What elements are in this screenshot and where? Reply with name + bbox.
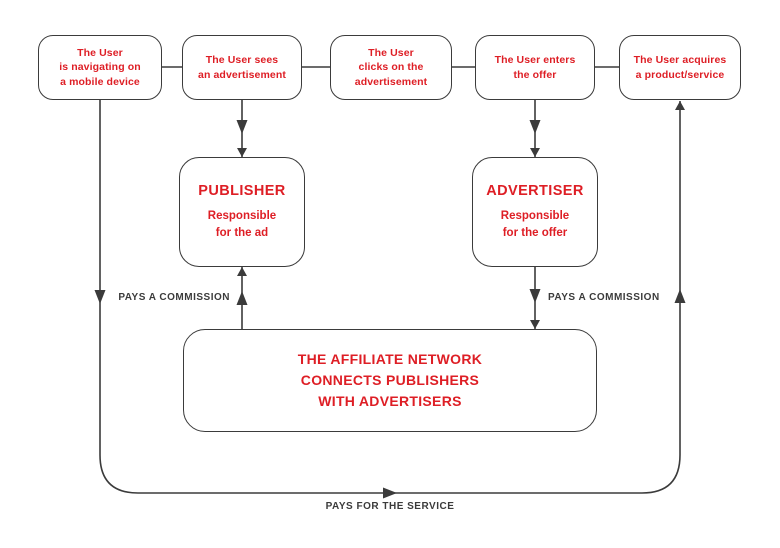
arrowhead-step2-publisher-end (237, 148, 247, 157)
arrowhead-step4-advertiser-mid (529, 120, 541, 134)
publisher-box: PUBLISHER Responsible for the ad (179, 157, 305, 267)
arrowhead-service-payment-up (674, 289, 686, 303)
step-user-clicks-ad: The User clicks on the advertisement (330, 35, 452, 100)
advertiser-subtitle: Responsible for the offer (500, 210, 570, 239)
advertiser-commission-label: PAYS A COMMISSION (548, 292, 660, 303)
publisher-title: PUBLISHER (198, 183, 286, 200)
step-user-enters-offer: The User enters the offer (475, 35, 595, 100)
step-user-navigating: The User is navigating on a mobile devic… (38, 35, 162, 100)
service-payment-label: PAYS FOR THE SERVICE (325, 501, 455, 512)
arrowhead-network-publisher-mid (236, 291, 248, 305)
arrowhead-step4-advertiser-end (530, 148, 540, 157)
arrowhead-service-payment-end (675, 101, 685, 110)
affiliate-network-box: THE AFFILIATE NETWORK CONNECTS PUBLISHER… (183, 329, 597, 432)
step-user-sees-ad: The User sees an advertisement (182, 35, 302, 100)
publisher-commission-label: PAYS A COMMISSION (118, 292, 230, 303)
arrowhead-service-payment-right (383, 487, 397, 499)
arrowhead-advertiser-network-mid (529, 289, 541, 303)
advertiser-box: ADVERTISER Responsible for the offer (472, 157, 598, 267)
arrowhead-step2-publisher-mid (236, 120, 248, 134)
arrowhead-service-payment-down (94, 290, 106, 304)
advertiser-title: ADVERTISER (486, 183, 584, 200)
arrowhead-network-publisher-end (237, 267, 247, 276)
affiliate-network-title: THE AFFILIATE NETWORK CONNECTS PUBLISHER… (297, 351, 483, 409)
arrowhead-advertiser-network-end (530, 320, 540, 329)
step-user-acquires: The User acquires a product/service (619, 35, 741, 100)
publisher-subtitle: Responsible for the ad (207, 210, 277, 239)
